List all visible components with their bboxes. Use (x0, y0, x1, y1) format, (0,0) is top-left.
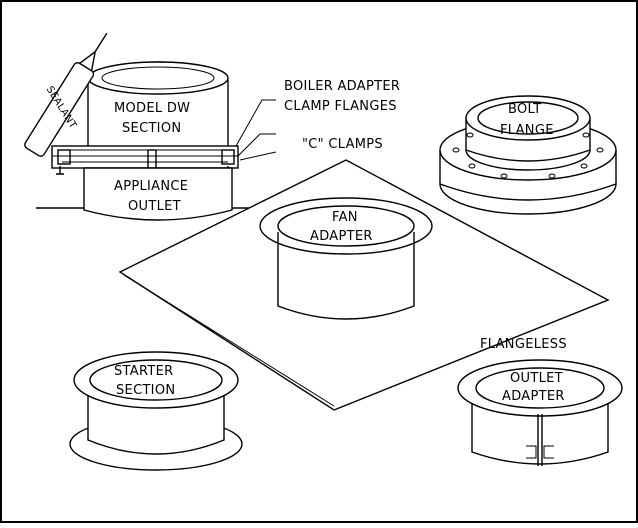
model-dw-label: MODEL DW (114, 101, 190, 116)
outlet-adapter-outlet-label: OUTLET (510, 371, 563, 386)
clamp-flanges-label: CLAMP FLANGES (284, 99, 397, 114)
sealant-tube (24, 32, 108, 157)
boiler-adapter-assembly: SEALANT MODEL DW SECTION APPLIANCE OUTLE… (24, 32, 400, 221)
outlet-adapter-adapter-label: ADAPTER (502, 389, 565, 404)
bolt-flange: BOLT FLANGE (439, 95, 617, 215)
c-clamp-leader (239, 151, 277, 161)
starter-section-label: SECTION (116, 383, 175, 398)
appliance-label: APPLIANCE (114, 179, 188, 194)
section-label: SECTION (122, 121, 181, 136)
flangeless-label: FLANGELESS (480, 337, 567, 352)
clamp-flange-leader (237, 133, 276, 157)
starter-section: STARTER SECTION (69, 351, 243, 471)
fan-label: FAN (332, 210, 358, 225)
flangeless-outlet-adapter: FLANGELESS OUTLET ADAPTER (457, 337, 623, 466)
fan-adapter-label: ADAPTER (310, 229, 373, 244)
starter-label: STARTER (114, 364, 173, 379)
boiler-adapter-leader (235, 99, 276, 147)
bolt-label: BOLT (508, 102, 542, 117)
fan-adapter: FAN ADAPTER (118, 159, 610, 411)
flange-label: FLANGE (500, 123, 554, 138)
c-clamps-label: "C" CLAMPS (302, 137, 383, 152)
outlet-label: OUTLET (128, 199, 181, 214)
boiler-adapter-label: BOILER ADAPTER (284, 79, 400, 94)
